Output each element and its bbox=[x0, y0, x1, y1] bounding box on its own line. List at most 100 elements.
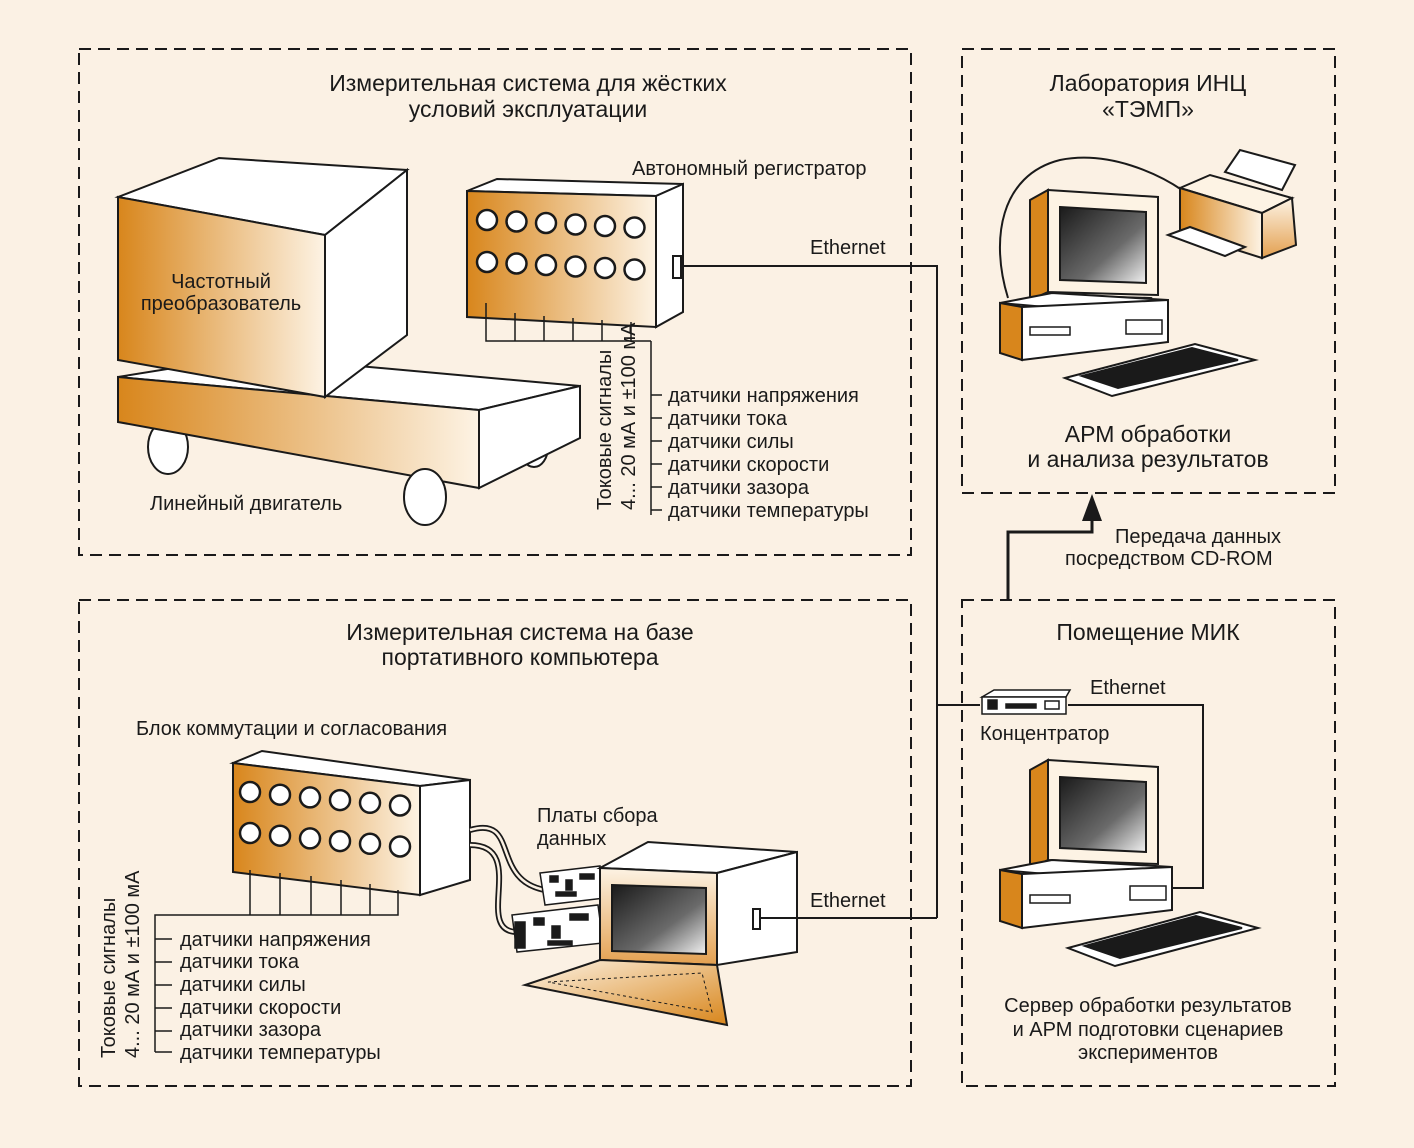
panel-laptop-title-line1: Измерительная система на базе bbox=[346, 619, 693, 645]
converter-side bbox=[324, 167, 408, 400]
connector-socket bbox=[593, 256, 617, 280]
lab-keyboard-keys bbox=[1078, 346, 1239, 390]
connector-socket bbox=[238, 780, 262, 804]
signals-label-line2: 4... 20 мА и ±100 мА bbox=[618, 322, 640, 510]
laptop-sensor-gap: датчики зазора bbox=[180, 1019, 322, 1041]
logger-ethernet-port bbox=[672, 255, 682, 279]
autonomous-logger-illustration bbox=[466, 177, 684, 329]
panel-mik-room: Помещение МИК Ethernet Концентратор Серв… bbox=[961, 599, 1336, 1087]
panel-mik-title: Помещение МИК bbox=[1056, 619, 1240, 645]
connector-socket bbox=[593, 214, 617, 238]
server-computer-illustration bbox=[999, 758, 1262, 968]
panel-harsh-conditions: Измерительная система для жёстких услови… bbox=[78, 48, 912, 556]
connector-socket bbox=[475, 250, 499, 274]
connector-socket bbox=[358, 832, 382, 856]
laptop-signals-label-line2: 4... 20 мА и ±100 мА bbox=[122, 870, 144, 1058]
connector-socket bbox=[623, 216, 646, 239]
connector-socket bbox=[564, 213, 587, 236]
laptop-sensor-temperature: датчики температуры bbox=[180, 1042, 381, 1064]
server-monitor-side bbox=[1029, 758, 1049, 870]
connector-socket bbox=[475, 208, 499, 232]
linear-motor-illustration bbox=[117, 354, 581, 526]
switch-block-connectors bbox=[238, 780, 412, 858]
logger-connectors bbox=[475, 208, 646, 281]
connector-socket bbox=[623, 258, 646, 281]
connector-socket bbox=[534, 253, 558, 277]
cdrom-transfer-arrow bbox=[1006, 494, 1102, 600]
server-caption-line3: экспериментов bbox=[1078, 1042, 1218, 1064]
laptop-sensor-force: датчики силы bbox=[180, 974, 306, 996]
laptop-keyboard bbox=[521, 958, 729, 1027]
server-caption-line1: Сервер обработки результатов bbox=[1004, 995, 1292, 1017]
panel-lab-title-line2: «ТЭМП» bbox=[1102, 96, 1194, 122]
ethernet-label-mik: Ethernet bbox=[1090, 677, 1166, 699]
sensor-current: датчики тока bbox=[668, 408, 788, 430]
boards-label-line1: Платы сбора bbox=[537, 805, 659, 827]
hub-label: Концентратор bbox=[980, 723, 1109, 745]
panel-laboratory: Лаборатория ИНЦ «ТЭМП» АРМ обработки и bbox=[961, 48, 1336, 494]
panel-lab-border bbox=[961, 48, 1336, 494]
laptop-signals-label-line1: Токовые сигналы bbox=[98, 898, 120, 1058]
printer-side bbox=[1261, 196, 1298, 260]
logger-side bbox=[655, 182, 684, 329]
sensor-temperature: датчики температуры bbox=[668, 500, 869, 522]
lab-monitor-side bbox=[1029, 188, 1049, 302]
lab-case-front bbox=[1021, 298, 1169, 362]
switch-block-side bbox=[419, 778, 471, 897]
logger-signal-wiring bbox=[485, 303, 662, 515]
server-keyboard-keys bbox=[1081, 914, 1243, 960]
switch-block-label: Блок коммутации и согласования bbox=[136, 718, 447, 740]
ethernet-label-laptop: Ethernet bbox=[810, 890, 886, 912]
server-drive-bay bbox=[1129, 885, 1167, 901]
panel-laptop-border bbox=[78, 599, 912, 1087]
laptop-sensor-list: датчики напряжения датчики тока датчики … bbox=[180, 929, 381, 1064]
lab-drive-bay bbox=[1125, 319, 1163, 335]
switching-block-illustration bbox=[229, 749, 471, 897]
laptop-sensor-current: датчики тока bbox=[180, 951, 300, 973]
motor-wheel-front-left bbox=[403, 468, 447, 526]
sensor-voltage: датчики напряжения bbox=[668, 385, 859, 407]
connector-socket bbox=[388, 835, 412, 858]
lab-computer-illustration bbox=[999, 188, 1259, 398]
data-acquisition-board-1 bbox=[539, 865, 606, 906]
frequency-converter-illustration bbox=[114, 156, 410, 400]
harsh-sensor-list: датчики напряжения датчики тока датчики … bbox=[668, 385, 869, 522]
lab-caption-line2: и анализа результатов bbox=[1027, 446, 1268, 472]
connector-socket bbox=[358, 791, 382, 815]
lab-case-side bbox=[999, 301, 1023, 362]
hub-top bbox=[979, 689, 1072, 698]
converter-label-line1: Частотный bbox=[171, 271, 271, 293]
panel-harsh-title-line1: Измерительная система для жёстких bbox=[329, 70, 727, 96]
server-drive-slot bbox=[1029, 894, 1071, 904]
panel-mik-border bbox=[961, 599, 1336, 1087]
connector-socket bbox=[268, 824, 292, 847]
laptop-screen bbox=[611, 883, 707, 956]
ethernet-label-logger: Ethernet bbox=[810, 237, 886, 259]
hub-to-server-cable bbox=[1068, 704, 1204, 889]
panel-laptop-system: Измерительная система на базе портативно… bbox=[78, 599, 912, 1087]
connector-socket bbox=[328, 788, 352, 812]
laptop-ethernet-port bbox=[752, 908, 761, 930]
connector-socket bbox=[534, 211, 558, 235]
sensor-force: датчики силы bbox=[668, 431, 794, 453]
converter-label-line2: преобразователь bbox=[141, 293, 301, 315]
switch-block-front bbox=[232, 761, 421, 897]
panel-lab-title-line1: Лаборатория ИНЦ bbox=[1050, 70, 1247, 96]
lab-monitor-screen bbox=[1059, 205, 1147, 285]
linear-motor-label: Линейный двигатель bbox=[150, 493, 342, 515]
connector-socket bbox=[388, 794, 412, 817]
printer-tray bbox=[1165, 225, 1248, 258]
laptop-keyboard-area bbox=[547, 972, 713, 1013]
arrow-head bbox=[1082, 494, 1102, 521]
network-lines bbox=[681, 265, 1204, 919]
printer-paper bbox=[1223, 148, 1297, 192]
hub-illustration bbox=[979, 689, 1072, 715]
motor-platform-side bbox=[478, 384, 581, 490]
connector-socket bbox=[268, 783, 292, 806]
laptop-sensor-voltage: датчики напряжения bbox=[180, 929, 371, 951]
server-caption-line2: и АРМ подготовки сценариев bbox=[1013, 1019, 1284, 1041]
boards-label-line2: данных bbox=[537, 828, 606, 850]
connector-socket bbox=[298, 786, 322, 809]
connector-socket bbox=[238, 821, 262, 845]
